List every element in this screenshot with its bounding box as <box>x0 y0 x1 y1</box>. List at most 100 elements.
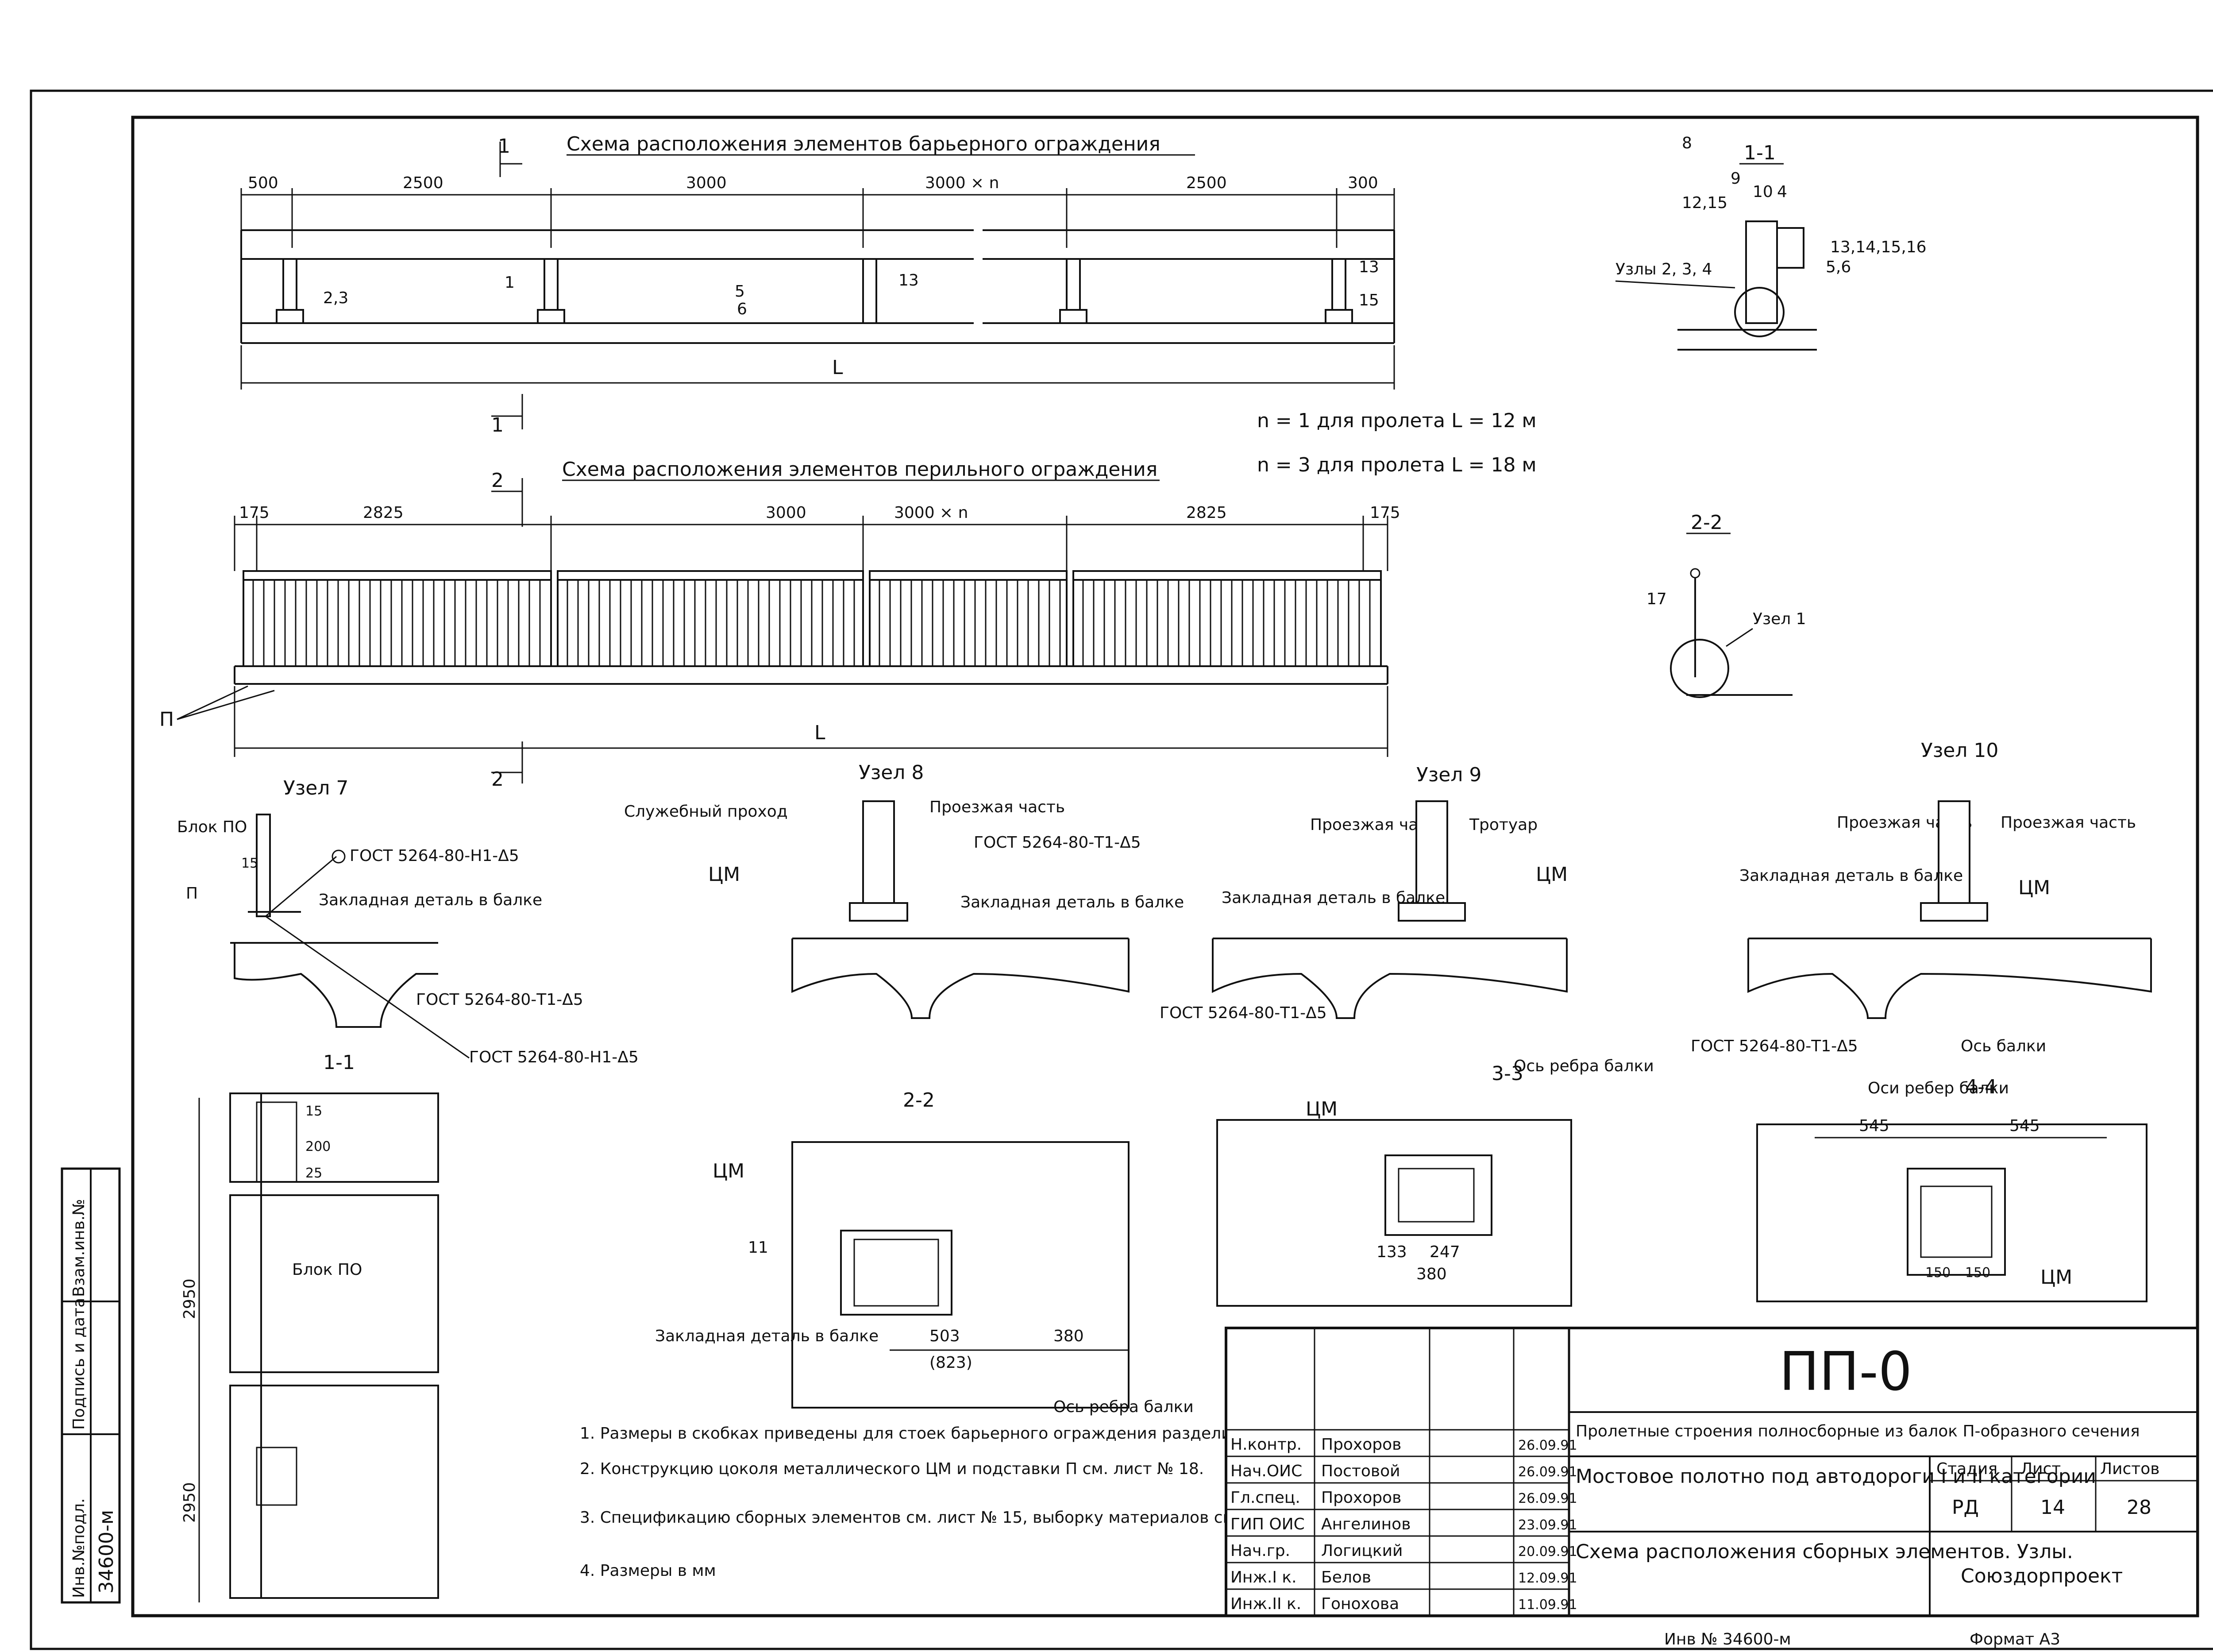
person-name: Белов <box>1321 1568 1371 1586</box>
plan44-dim-545-a: 545 <box>1859 1117 1889 1135</box>
node-9-sidewalk-label: Тротуар <box>1469 816 1538 834</box>
node-10-axis-label: Ось балки <box>1961 1037 2046 1055</box>
person-date: 26.09.91 <box>1518 1464 1577 1480</box>
plan33-dim-247: 247 <box>1430 1243 1460 1261</box>
side-stamp-sign-label: Подпись и дата <box>70 1298 88 1430</box>
person-name: Ангелинов <box>1321 1515 1411 1533</box>
node-8-title: Узел 8 <box>859 761 924 784</box>
plan-4-4: Оси ребер балки ЦМ 545 545 150 150 <box>1756 1079 2147 1302</box>
section-1-1-top: 1-1 8 9 10 4 12,15 13,14,15,16 5,6 Узлы … <box>1615 134 1927 351</box>
railing-dim-3: 3000 <box>766 504 806 522</box>
section-mark-2-top: 2 <box>491 469 504 492</box>
barrier-dim-3: 3000 <box>686 174 727 192</box>
plan-1-1: 200 15 25 Блок ПО 2950 2950 <box>181 1092 439 1602</box>
plan11-dim-25: 25 <box>305 1166 322 1181</box>
node-10-road-right: Проезжая часть <box>2001 814 2136 832</box>
plan22-dim-380: 380 <box>1053 1327 1084 1345</box>
person-role: ГИП ОИС <box>1230 1515 1305 1533</box>
section-mark-1-top: 1 <box>498 135 510 158</box>
person-date: 23.09.91 <box>1518 1517 1577 1533</box>
barrier-dim-4: 3000 × n <box>925 174 999 192</box>
callout-9: 9 <box>1731 170 1741 188</box>
section-1-1-title-node7: 1-1 <box>323 1051 355 1074</box>
railing-dim-4: 3000 × n <box>894 504 968 522</box>
person-role: Гл.спец. <box>1230 1489 1300 1507</box>
person-name: Прохоров <box>1321 1489 1401 1507</box>
plan22-embedded-label: Закладная деталь в балке <box>655 1327 879 1345</box>
plan22-dim-823: (823) <box>929 1354 972 1372</box>
notes: 1. Размеры в скобках приведены для стоек… <box>580 1424 1373 1580</box>
person-date: 26.09.91 <box>1518 1438 1577 1453</box>
note-n-18m: n = 3 для пролета L = 18 м <box>1257 454 1537 476</box>
barrier-dim-1: 500 <box>248 174 278 192</box>
person-name: Гонохова <box>1321 1595 1399 1613</box>
callout-6: 6 <box>737 300 747 318</box>
plan11-dim-200: 200 <box>305 1139 331 1154</box>
section-mark-2-bottom: 2 <box>491 768 504 791</box>
plan11-block-label: Блок ПО <box>292 1261 362 1279</box>
plan44-cm-label: ЦМ <box>2040 1266 2072 1289</box>
project-title: Пролетные строения полносборные из балок… <box>1576 1422 2140 1440</box>
callout-node-1: Узел 1 <box>1753 610 1806 628</box>
callout-8: 8 <box>1682 134 1692 152</box>
node-10-weld: ГОСТ 5264-80-Т1-Δ5 <box>1691 1037 1858 1055</box>
node-9: Узел 9 Проезжая часть Тротуар ЦМ Закладн… <box>1160 764 1568 1085</box>
callout-4: 4 <box>1777 183 1787 201</box>
plan44-dim-150-a: 150 <box>1925 1265 1951 1281</box>
note-4: 4. Размеры в мм <box>580 1562 716 1580</box>
callout-5: 5 <box>735 282 745 301</box>
plan11-dim-2950-b: 2950 <box>181 1482 199 1523</box>
section-3-3-title: 3-3 <box>1492 1062 1523 1085</box>
plan-3-3: ЦМ Ось ребра балки 133 247 380 <box>1216 1057 1654 1307</box>
plan11-dim-2950-a: 2950 <box>181 1278 199 1319</box>
person-date: 26.09.91 <box>1518 1491 1577 1506</box>
plan44-dim-545-b: 545 <box>2009 1117 2040 1135</box>
side-stamp-replace-label: Взам.инв.№ <box>70 1199 88 1297</box>
barrier-scheme-title: Схема расположения элементов барьерного … <box>567 133 1160 155</box>
railing-panel <box>1072 570 1382 667</box>
railing-panels <box>243 570 1382 667</box>
callout-17: 17 <box>1646 590 1667 608</box>
section-1-1-title: 1-1 <box>1744 142 1776 164</box>
node-10-cm-label: ЦМ <box>2018 876 2050 899</box>
railing-label-P: П <box>159 708 174 731</box>
node-7-title: Узел 7 <box>283 777 348 799</box>
node-10: Узел 10 Проезжая часть Проезжая часть ЦМ… <box>1691 739 2152 1098</box>
note-n-12m: n = 1 для пролета L = 12 м <box>1257 409 1537 432</box>
callout-10: 10 <box>1753 183 1773 201</box>
node-10-title: Узел 10 <box>1921 739 1998 762</box>
node-7-weld-3: ГОСТ 5264-80-Н1-Δ5 <box>469 1048 639 1066</box>
title-block: ПП-0 Пролетные строения полносборные из … <box>1225 1327 2199 1617</box>
plan22-cm-label: ЦМ <box>713 1160 744 1182</box>
sheet-header: Лист <box>2020 1460 2061 1478</box>
person-role: Нач.ОИС <box>1230 1462 1302 1480</box>
callout-15: 15 <box>1359 291 1379 309</box>
person-role: Нач.гр. <box>1230 1542 1290 1560</box>
plan-2-2: 2-2 ЦМ 11 Закладная деталь в балке 503 (… <box>655 1089 1194 1416</box>
node-9-cm-label: ЦМ <box>1536 863 1568 886</box>
person-role: Н.контр. <box>1230 1436 1302 1454</box>
doc-subtitle: Мостовое полотно под автодороги I и II к… <box>1576 1465 2096 1488</box>
node-9-embedded-label: Закладная деталь в балке <box>1222 889 1445 907</box>
person-date: 12.09.91 <box>1518 1571 1577 1586</box>
person-role: Инж.II к. <box>1230 1595 1301 1613</box>
node-9-weld: ГОСТ 5264-80-Т1-Δ5 <box>1160 1004 1327 1022</box>
callout-12-15: 12,15 <box>1682 194 1727 212</box>
plan44-dim-150-b: 150 <box>1965 1265 1990 1281</box>
callout-2-3: 2,3 <box>323 289 348 307</box>
node-8-service-label: Служебный проход <box>624 803 788 821</box>
outer-frame <box>30 89 2213 1650</box>
plan33-dim-380: 380 <box>1416 1265 1447 1283</box>
node-9-title: Узел 9 <box>1416 764 1481 786</box>
railing-dim-6: 175 <box>1370 504 1400 522</box>
section-2-2-top: 2-2 17 Узел 1 <box>1646 511 1806 698</box>
sheet-value: 14 <box>2040 1496 2065 1519</box>
railing-panel <box>869 570 1068 667</box>
plan22-title: 2-2 <box>903 1089 935 1112</box>
node-8-cm-label: ЦМ <box>708 863 740 886</box>
person-name: Постовой <box>1321 1462 1400 1480</box>
plan33-axis-label: Ось ребра балки <box>1514 1057 1654 1075</box>
railing-panel <box>557 570 864 667</box>
person-date: 11.09.91 <box>1518 1597 1577 1613</box>
node-7-weld-2: ГОСТ 5264-80-Т1-Δ5 <box>416 991 583 1009</box>
